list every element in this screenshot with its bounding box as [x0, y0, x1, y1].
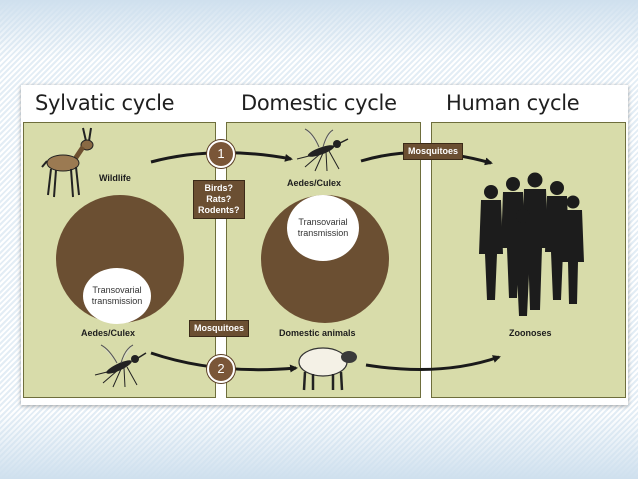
label-domestic-animals: Domestic animals [279, 328, 356, 338]
hosts-badge-rodents: Rodents? [198, 205, 240, 215]
transovarial-label: Transovarial [92, 285, 142, 295]
background-band-bottom [0, 412, 638, 479]
step-1-circle: 1 [207, 140, 235, 168]
sylvatic-transovarial: Transovarial transmission [83, 268, 151, 324]
people-group-icon [479, 172, 584, 316]
header-domestic: Domestic cycle [241, 91, 397, 115]
diagram-slide: Sylvatic cycle Domestic cycle Human cycl… [21, 85, 628, 405]
transovarial-label: Transovarial [298, 217, 348, 227]
mosquito-icon [94, 344, 147, 388]
header-human: Human cycle [446, 91, 580, 115]
mosquitoes-badge-bottom: Mosquitoes [189, 320, 250, 337]
antelope-icon [41, 127, 94, 198]
hosts-badge: Birds? Rats? Rodents? [193, 180, 245, 219]
transmission-label: transmission [91, 296, 143, 306]
header-sylvatic: Sylvatic cycle [35, 91, 175, 115]
label-wildlife: Wildlife [99, 173, 131, 183]
label-aedes-bottom: Aedes/Culex [81, 328, 136, 338]
domestic-transovarial: Transovarial transmission [287, 195, 359, 261]
label-zoonoses: Zoonoses [509, 328, 552, 338]
label-aedes-top: Aedes/Culex [287, 178, 342, 188]
transmission-label: transmission [297, 228, 349, 238]
background-band-top [0, 0, 638, 58]
step-2-circle: 2 [207, 355, 235, 383]
hosts-badge-rats: Rats? [206, 194, 232, 204]
sheep-icon [298, 347, 357, 391]
hosts-badge-birds: Birds? [204, 183, 233, 193]
arrow-icon [365, 355, 501, 371]
mosquitoes-badge-top: Mosquitoes [403, 143, 464, 160]
mosquito-icon [296, 128, 349, 172]
